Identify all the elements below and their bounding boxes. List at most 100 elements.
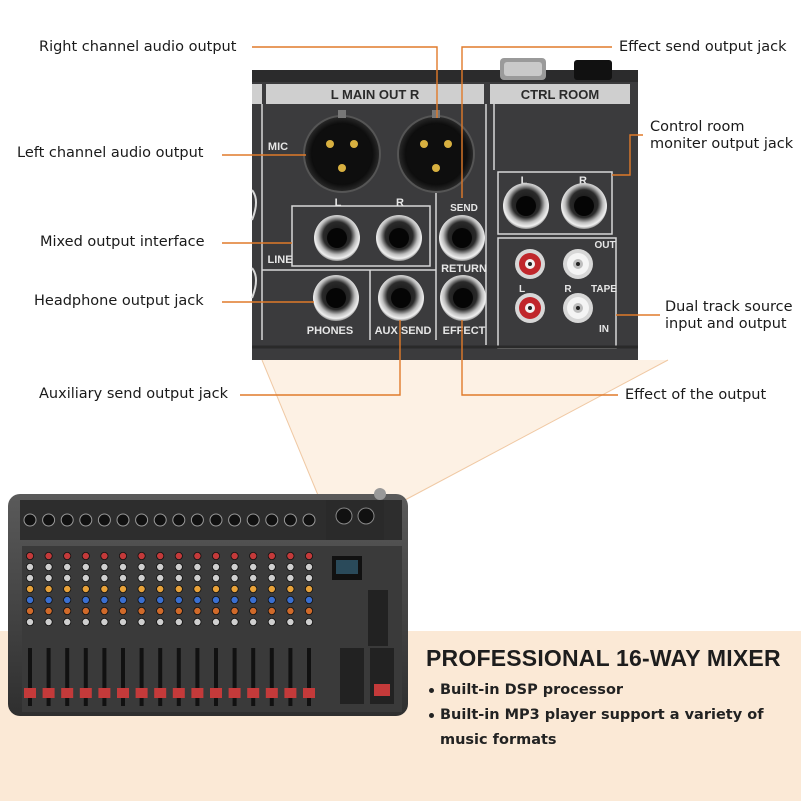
mixer-knob: [304, 585, 313, 594]
mixer-fader-cap: [61, 688, 74, 698]
mixer-fader-cap: [228, 688, 241, 698]
send-label: SEND: [450, 203, 478, 214]
line-l-label: L: [335, 197, 342, 209]
mixer-fader-slot: [307, 648, 311, 706]
mixer-knob: [156, 607, 165, 616]
mixer-knob: [81, 563, 90, 572]
mixer-fader-slot: [214, 648, 218, 706]
phones-label: PHONES: [307, 325, 353, 337]
rca-out-l: [515, 249, 545, 279]
io-panel-closeup: L MAIN OUT R CTRL ROOM MIC L: [251, 58, 638, 360]
mixer-knob: [44, 563, 53, 572]
mixer-knob: [63, 618, 72, 627]
mixer-fader-cap: [154, 688, 167, 698]
mixer-fader-slot: [28, 648, 32, 706]
jack-effect: [440, 275, 486, 321]
mixer-knob: [211, 574, 220, 583]
mixer-photo: [8, 488, 408, 716]
bullet-dot-1: [429, 688, 434, 693]
callout-mixed-output: Mixed output interface: [40, 234, 205, 250]
mixer-knob: [137, 618, 146, 627]
mixer-knob: [211, 618, 220, 627]
mixer-fader-slot: [269, 648, 274, 706]
mixer-knob: [304, 618, 313, 627]
mixer-knob: [286, 574, 295, 583]
mixer-knob: [25, 574, 34, 583]
mixer-knob: [267, 607, 276, 616]
mixer-xlr-input: [60, 513, 74, 527]
mixer-knob: [100, 596, 109, 605]
mixer-knob: [304, 563, 313, 572]
mixer-knob: [63, 574, 72, 583]
mixer-fader-slot: [176, 648, 181, 706]
callout-control-room-1: Control room: [650, 119, 745, 135]
mixer-knob: [249, 563, 258, 572]
tape-label: TAPE: [591, 284, 617, 295]
jack-phones: [313, 275, 359, 321]
mixer-xlr-input: [42, 513, 56, 527]
mixer-xlr-input: [153, 513, 167, 527]
zoom-line-left: [261, 359, 321, 501]
mixer-xlr-input: [246, 513, 260, 527]
mixer-knob: [174, 585, 183, 594]
mixer-fader-cap: [303, 688, 315, 698]
mixer-xlr-input: [302, 513, 316, 527]
mixer-knob: [63, 596, 72, 605]
mixer-fader-slot: [251, 648, 256, 706]
mixer-knob: [286, 618, 295, 627]
ctrl-room-box: [497, 171, 613, 235]
jack-line-r: [376, 215, 422, 261]
bullet-dot-2: [429, 713, 434, 718]
mixer-fader-cap: [172, 688, 185, 698]
mixer-knob: [25, 596, 34, 605]
callout-aux-send: Auxiliary send output jack: [39, 386, 229, 402]
main-out-label: L MAIN OUT R: [331, 87, 420, 102]
mixer-knob: [230, 585, 239, 594]
mixer-knob: [81, 596, 90, 605]
mixer-knob: [193, 618, 202, 627]
in-label: IN: [599, 324, 609, 335]
callout-effect-output: Effect of the output: [625, 387, 767, 403]
mixer-fader-slot: [232, 648, 237, 706]
mixer-xlr-input: [97, 513, 111, 527]
mixer-xlr-input: [172, 513, 186, 527]
mixer-fader-slot: [121, 648, 125, 706]
mixer-fader-cap: [24, 688, 36, 698]
feature-mp3: Built-in MP3 player support a variety of: [440, 707, 764, 723]
mixer-xlr-input: [228, 513, 242, 527]
mixer-fader-cap: [98, 688, 111, 698]
mixer-knob: [304, 596, 313, 605]
mixer-knob: [286, 596, 295, 605]
mixer-knob: [249, 607, 258, 616]
line-box: [291, 205, 431, 267]
mixer-knob: [44, 607, 53, 616]
jack-aux-send: [378, 275, 424, 321]
mic-label: MIC: [268, 141, 288, 153]
mixer-knob: [193, 552, 202, 561]
mixer-knob: [44, 574, 53, 583]
mixer-knob: [137, 585, 146, 594]
callout-line-aux-send: [240, 320, 401, 396]
mixer-knob: [211, 596, 220, 605]
mixer-fader-cap: [117, 688, 129, 698]
feature-mp3-cont: music formats: [440, 732, 557, 748]
mixer-xlr-input: [116, 513, 130, 527]
mixer-knob: [119, 574, 128, 583]
mixer-knob: [25, 585, 34, 594]
xlr-right: [397, 110, 475, 193]
mixer-knob: [249, 552, 258, 561]
mixer-knob: [100, 563, 109, 572]
out-label: OUT: [594, 240, 615, 251]
mixer-knob: [230, 607, 239, 616]
mixer-knob: [286, 607, 295, 616]
mixer-knob: [267, 596, 276, 605]
mixer-fader-cap: [284, 688, 297, 698]
feature-dsp: Built-in DSP processor: [440, 682, 624, 698]
callout-right-channel: Right channel audio output: [39, 39, 237, 55]
mixer-fader-cap: [135, 688, 148, 698]
mixer-knob: [193, 585, 202, 594]
mixer-knob: [100, 585, 109, 594]
zoom-line-right: [404, 359, 669, 501]
